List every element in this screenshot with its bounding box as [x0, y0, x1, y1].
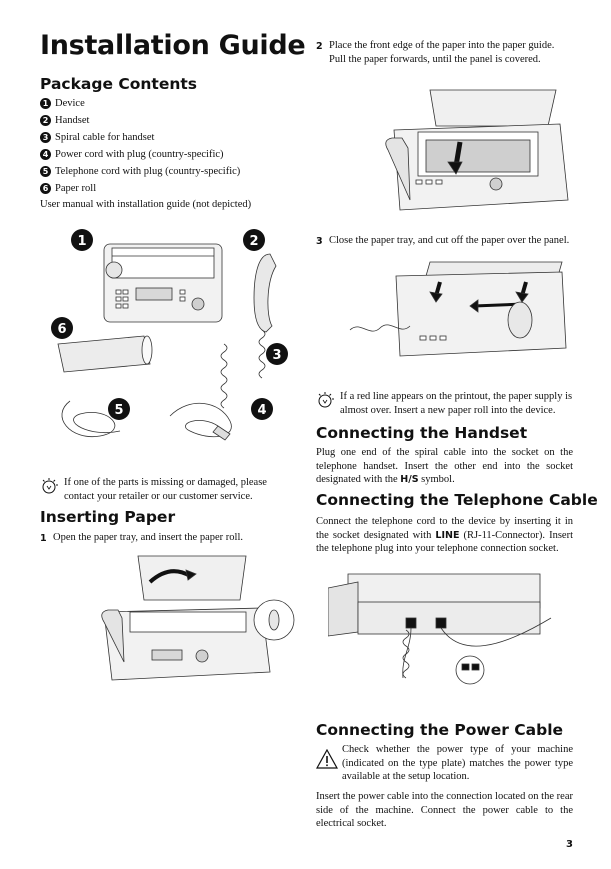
fax-device-drawing: [103, 243, 223, 323]
inserting-paper-heading: Inserting Paper: [40, 508, 176, 526]
spiral-cable-drawing: [220, 329, 266, 409]
number-badge: 1: [40, 98, 51, 109]
callout-1: [71, 229, 93, 251]
warning-triangle-icon: [315, 743, 342, 784]
step-3: 3 Close the paper tray, and cut off the …: [316, 235, 570, 247]
callout-2: [243, 229, 265, 251]
page-title: Installation Guide: [40, 30, 306, 61]
number-badge: 2: [40, 115, 51, 126]
callout-6: [51, 317, 73, 339]
power-warning: Check whether the power type of your mac…: [315, 743, 573, 784]
callout-5: [108, 398, 130, 420]
package-footer-text: User manual with installation guide (not…: [40, 199, 252, 210]
lightbulb-icon: [316, 390, 340, 417]
telephone-cable-illustration: [328, 573, 552, 685]
step-1: 1 Open the paper tray, and insert the pa…: [40, 532, 243, 544]
telephone-cord-drawing: [61, 400, 121, 438]
open-paper-tray-illustration: [101, 555, 295, 681]
paper-guide-illustration: [385, 89, 569, 211]
callout-5-label: 5: [114, 403, 123, 418]
callout-6-label: 6: [57, 322, 66, 337]
callout-3: [266, 343, 288, 365]
step-2: 2 Place the front edge of the paper into…: [316, 40, 555, 65]
callout-4-label: 4: [257, 403, 266, 418]
power-cable-text: Insert the power cable into the connecti…: [316, 791, 573, 829]
connecting-telephone-cable-heading: Connecting the Telephone Cable: [316, 491, 598, 509]
callout-4: [251, 398, 273, 420]
number-badge: 5: [40, 166, 51, 177]
red-line-note: If a red line appears on the printout, t…: [316, 390, 573, 417]
close-tray-illustration: [349, 261, 567, 357]
connecting-power-cable-heading: Connecting the Power Cable: [316, 721, 564, 739]
callout-3-label: 3: [272, 348, 281, 363]
lightbulb-icon: [40, 476, 64, 503]
callout-1-label: 1: [77, 234, 86, 249]
telephone-cable-text: Connect the telephone cord to the device…: [316, 516, 573, 554]
missing-parts-note: If one of the parts is missing or damage…: [40, 476, 296, 503]
paper-roll-drawing: [57, 335, 153, 373]
number-badge: 4: [40, 149, 51, 160]
package-contents-illustration: 1 2 3 4 5 6: [51, 229, 288, 441]
callout-2-label: 2: [249, 234, 258, 249]
page-number: 3: [566, 839, 573, 850]
handset-text: Plug one end of the spiral cable into th…: [316, 447, 573, 485]
number-badge: 3: [40, 132, 51, 143]
number-badge: 6: [40, 183, 51, 194]
handset-drawing: [253, 253, 277, 333]
package-contents-heading: Package Contents: [40, 75, 198, 93]
connecting-handset-heading: Connecting the Handset: [316, 424, 528, 442]
